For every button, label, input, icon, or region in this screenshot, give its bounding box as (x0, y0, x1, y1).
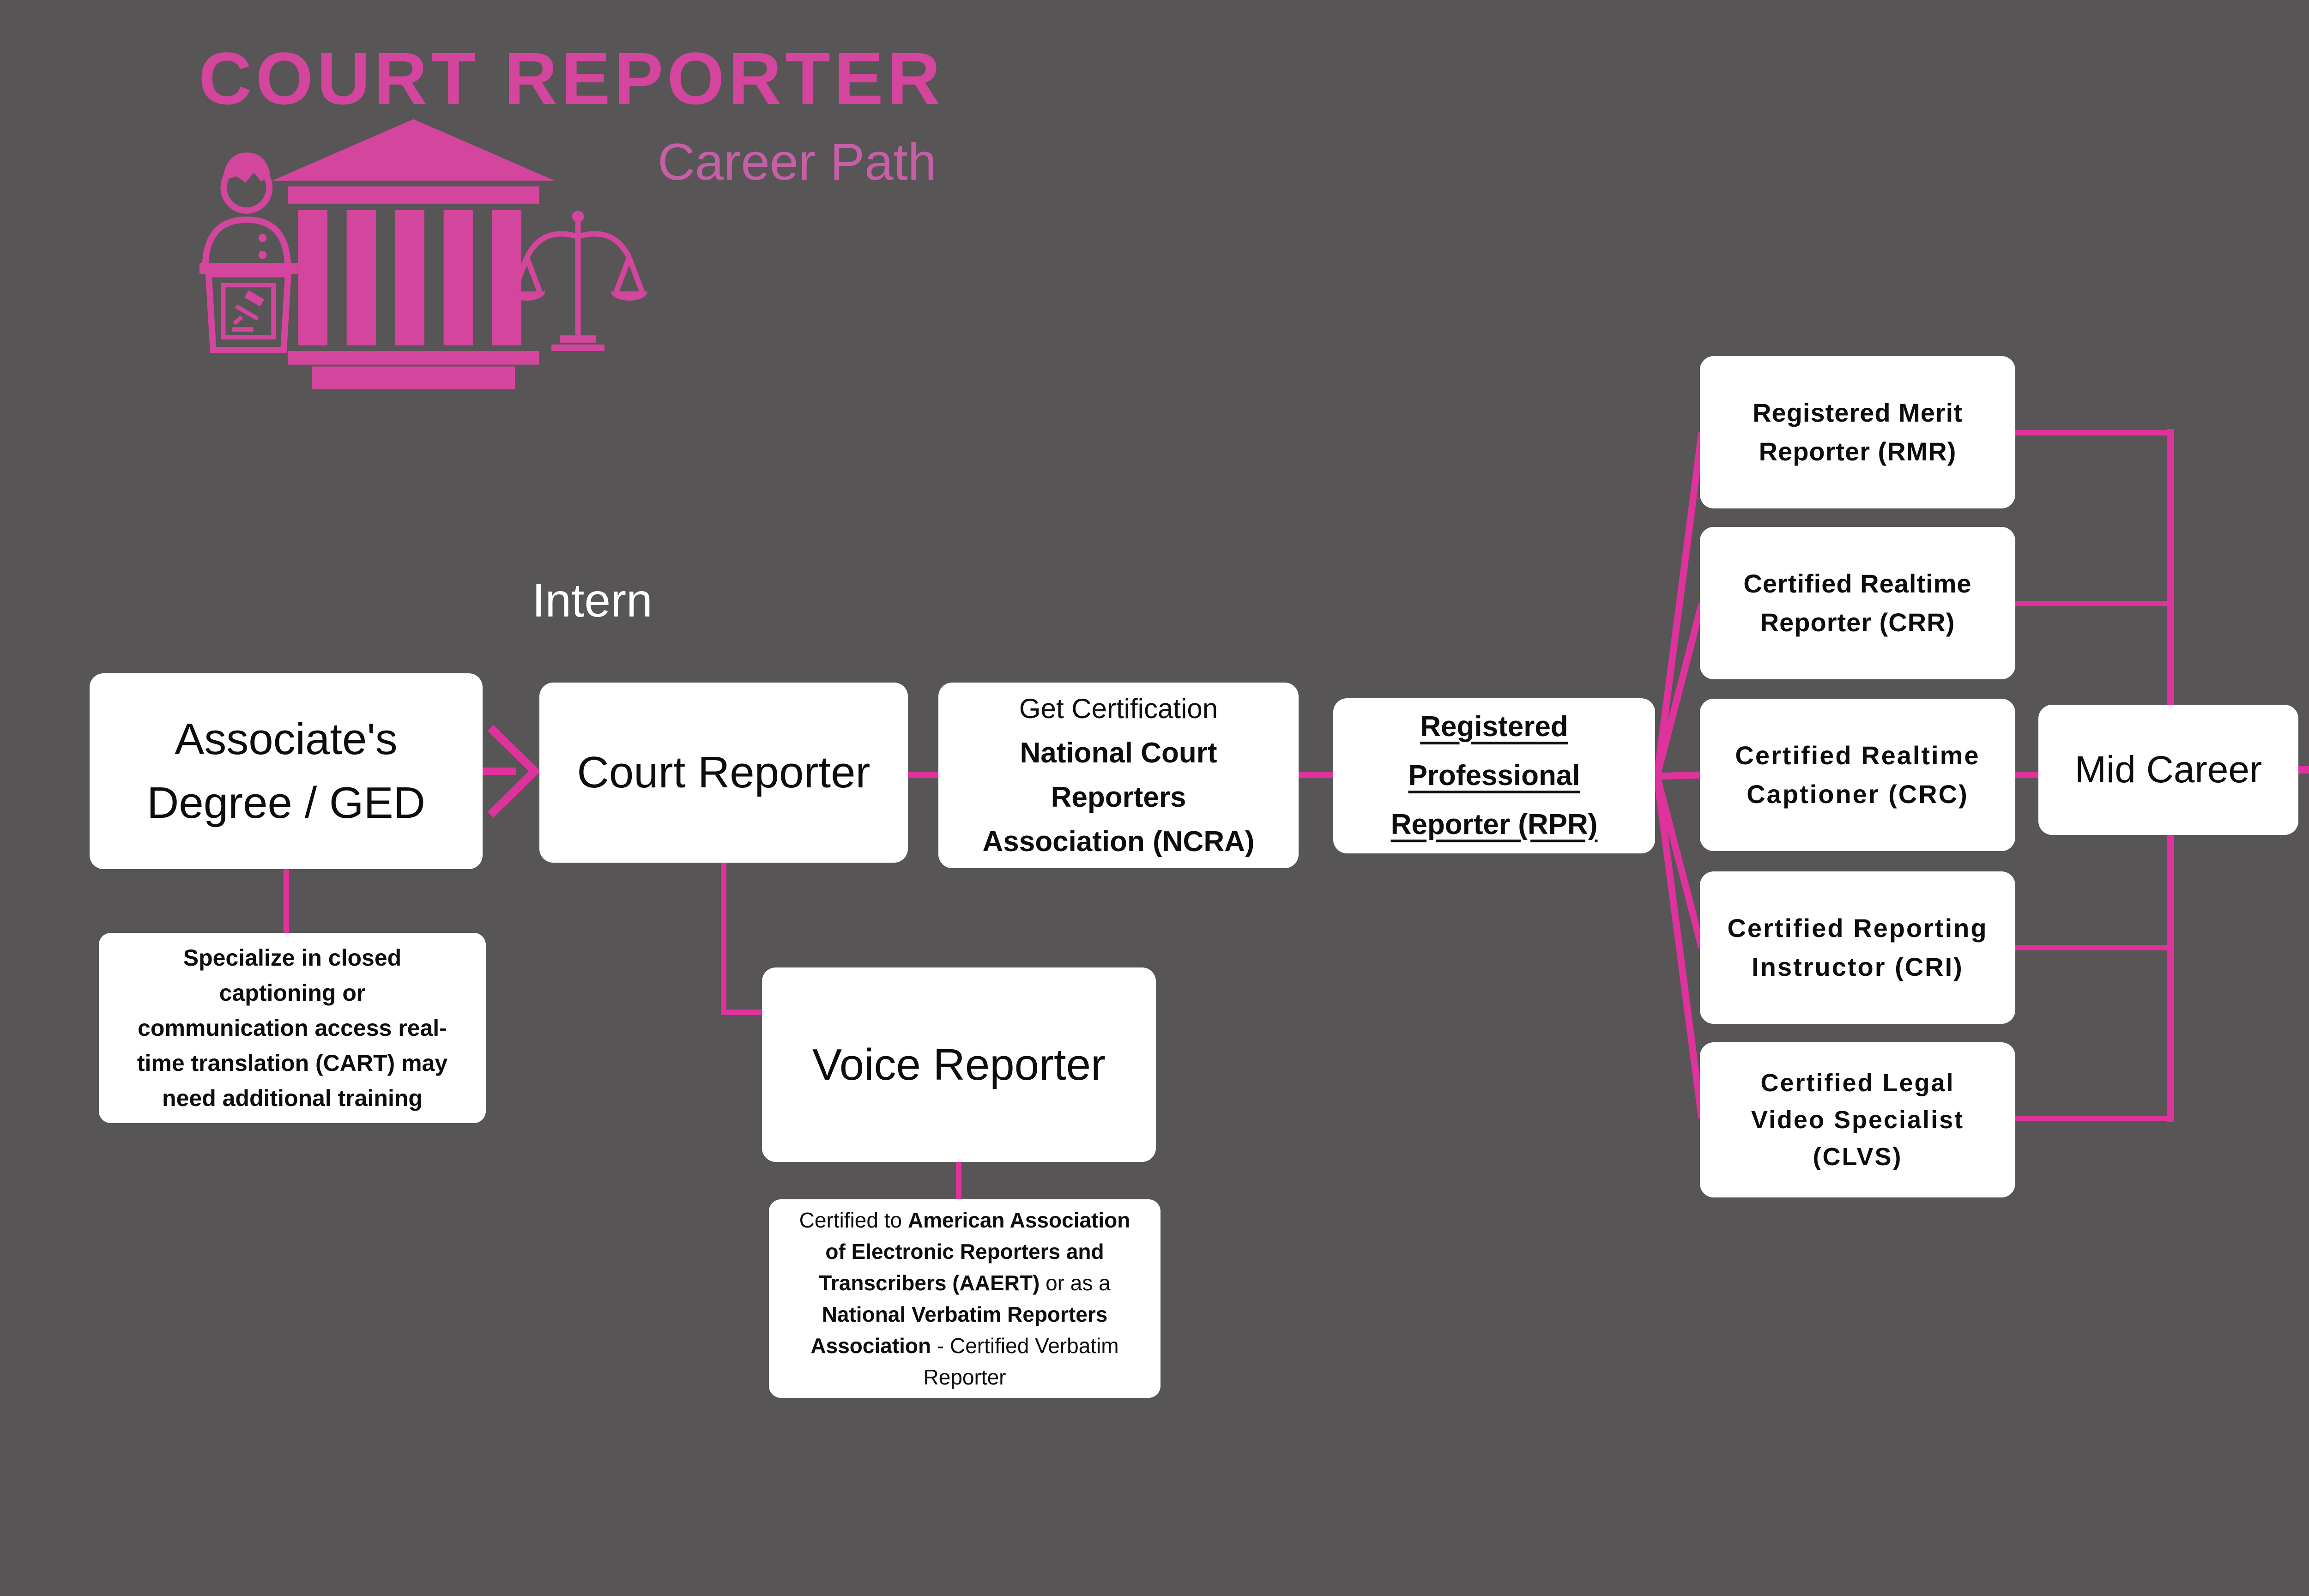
page-subtitle: Career Path (658, 133, 937, 191)
fan-rpr-to-crr (1653, 603, 1705, 777)
stage-label-intern: Intern (532, 574, 653, 627)
arrowhead-court-reporter (487, 725, 541, 818)
gavel-icon (232, 290, 265, 332)
courthouse-stylobate (287, 351, 539, 365)
courthouse-entablature (287, 186, 539, 204)
node-court-reporter: Court Reporter (539, 683, 908, 863)
person-figure (199, 152, 298, 353)
fan-rpr-to-clvs (1653, 776, 1705, 1119)
courthouse-step (312, 366, 515, 390)
scales-of-justice-icon (508, 210, 648, 351)
page-title: COURT REPORTER (199, 37, 944, 120)
courthouse-pediment (272, 119, 556, 181)
node-mid-career: Mid Career (2038, 705, 2298, 835)
fan-rpr-to-cri (1653, 775, 1705, 949)
node-voice-reporter: Voice Reporter (762, 967, 1156, 1162)
line-court-to-voice (721, 862, 763, 1015)
fan-rpr-to-crc (1656, 771, 1702, 780)
fan-rpr-to-rmr (1653, 432, 1705, 777)
court-reporter-courthouse-scales-icon (199, 119, 648, 390)
